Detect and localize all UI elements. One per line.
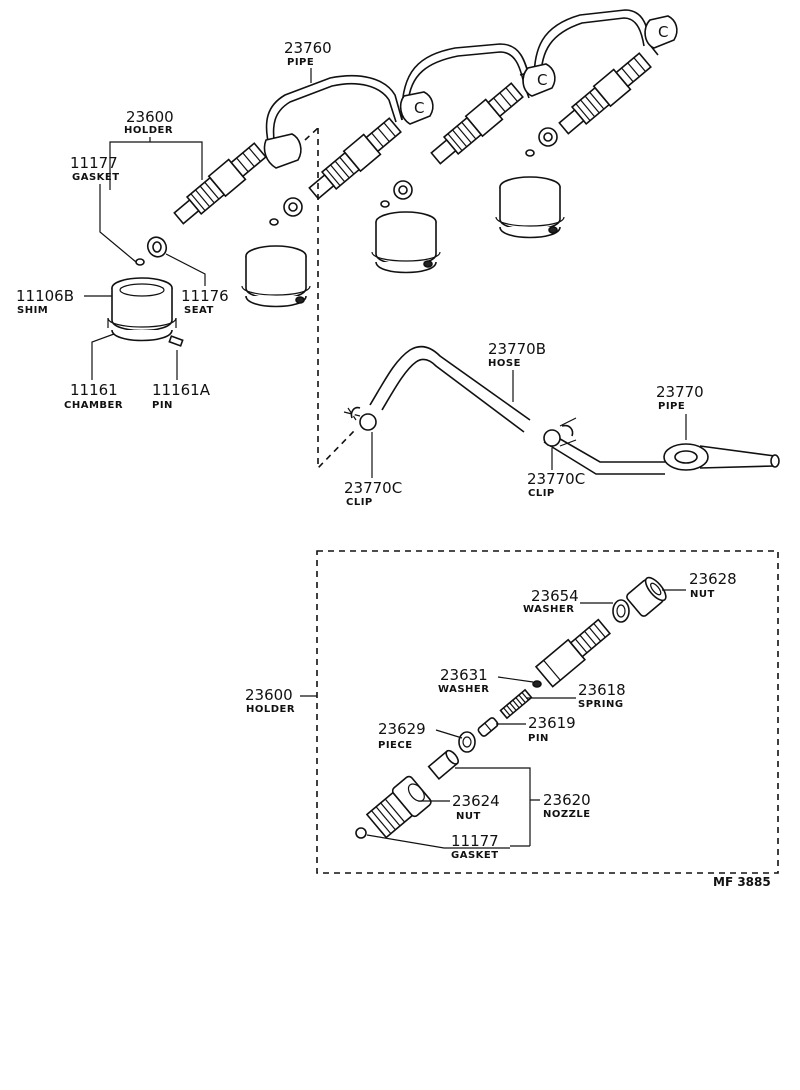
- label-shim-11106b: 11106B SHIM: [16, 287, 112, 316]
- svg-text:PIPE: PIPE: [658, 401, 685, 412]
- combustion-chamber-1: [107, 277, 184, 347]
- svg-text:23654: 23654: [531, 587, 579, 605]
- label-pipe-23760: 23760 PIPE: [284, 39, 332, 83]
- label-gasket-11177-top: 11177 GASKET: [70, 154, 137, 263]
- svg-text:11177: 11177: [451, 832, 499, 850]
- nozzle-holder-4: [558, 52, 652, 135]
- label-nozzle-23620: 23620 NOZZLE: [455, 767, 591, 847]
- leakoff-hose-assembly: [343, 345, 780, 475]
- dashed-guide-line: [317, 128, 356, 470]
- svg-text:HOLDER: HOLDER: [124, 125, 173, 136]
- holder-exploded-parts: [355, 576, 667, 839]
- holder-detail-box: [316, 550, 779, 874]
- hose-clip-right: [543, 417, 577, 447]
- label-washer-23654: 23654 WASHER: [523, 587, 613, 615]
- svg-text:11161A: 11161A: [152, 381, 211, 399]
- svg-text:11177: 11177: [70, 154, 118, 172]
- svg-text:CLIP: CLIP: [528, 488, 555, 499]
- svg-text:SEAT: SEAT: [184, 305, 214, 316]
- label-pin-23619: 23619 PIN: [496, 714, 576, 744]
- label-spring-23618: 23618 SPRING: [526, 681, 626, 710]
- svg-text:PIN: PIN: [528, 733, 549, 744]
- label-pin-11161a: 11161A PIN: [152, 350, 211, 411]
- label-piece-23629: 23629 PIECE: [378, 720, 463, 751]
- svg-text:CHAMBER: CHAMBER: [64, 400, 123, 411]
- injection-pipe-drawing: C C C: [263, 9, 678, 169]
- svg-text:23631: 23631: [440, 666, 488, 684]
- svg-text:23760: 23760: [284, 39, 332, 57]
- label-gasket-11177-detail: 11177 GASKET: [366, 832, 510, 861]
- svg-text:23770C: 23770C: [527, 470, 585, 488]
- svg-text:SHIM: SHIM: [17, 305, 48, 316]
- svg-text:23770C: 23770C: [344, 479, 402, 497]
- svg-text:SPRING: SPRING: [578, 699, 624, 710]
- label-nut-23628: 23628 NUT: [662, 570, 737, 600]
- label-hose-23770b: 23770B HOSE: [488, 340, 546, 402]
- svg-text:23618: 23618: [578, 681, 626, 699]
- label-clip-23770c-left: 23770C CLIP: [344, 432, 402, 508]
- svg-text:HOSE: HOSE: [488, 358, 521, 369]
- svg-text:PIECE: PIECE: [378, 740, 413, 751]
- combustion-chamber-2: [241, 245, 311, 308]
- label-chamber-11161: 11161 CHAMBER: [64, 333, 123, 411]
- svg-text:23624: 23624: [452, 792, 500, 810]
- label-washer-23631: 23631 WASHER: [438, 666, 534, 695]
- label-seat-11176: 11176 SEAT: [165, 253, 229, 316]
- svg-text:23770B: 23770B: [488, 340, 546, 358]
- svg-text:23600: 23600: [126, 108, 174, 126]
- svg-text:GASKET: GASKET: [451, 850, 499, 861]
- svg-text:11161: 11161: [70, 381, 118, 399]
- svg-text:23628: 23628: [689, 570, 737, 588]
- label-nut-23624: 23624 NUT: [418, 792, 500, 822]
- svg-text:WASHER: WASHER: [523, 604, 574, 615]
- svg-text:NUT: NUT: [690, 589, 715, 600]
- label-pipe-23770: 23770 PIPE: [656, 383, 704, 440]
- svg-text:23770: 23770: [656, 383, 704, 401]
- svg-text:C: C: [537, 71, 547, 89]
- label-holder-23600-detail: 23600 HOLDER: [245, 686, 317, 715]
- nozzle-holder-1: [173, 142, 267, 225]
- svg-text:PIPE: PIPE: [287, 57, 314, 68]
- svg-text:23620: 23620: [543, 791, 591, 809]
- seat-washers-row: [135, 127, 558, 266]
- svg-text:C: C: [414, 99, 424, 117]
- svg-text:GASKET: GASKET: [72, 172, 120, 183]
- svg-text:NOZZLE: NOZZLE: [543, 809, 591, 820]
- nozzle-holder-3: [430, 82, 524, 165]
- svg-text:11176: 11176: [181, 287, 229, 305]
- svg-text:23629: 23629: [378, 720, 426, 738]
- svg-text:23619: 23619: [528, 714, 576, 732]
- label-holder-23600-top: 23600 HOLDER: [109, 108, 203, 190]
- svg-text:WASHER: WASHER: [438, 684, 489, 695]
- figure-code: MF 3885: [713, 875, 771, 889]
- hose-clip-left: [343, 406, 377, 431]
- combustion-chamber-3: [371, 211, 441, 274]
- svg-text:23600: 23600: [245, 686, 293, 704]
- svg-text:PIN: PIN: [152, 400, 173, 411]
- nozzle-holder-2: [308, 117, 402, 200]
- svg-text:NUT: NUT: [456, 811, 481, 822]
- svg-text:C: C: [658, 23, 668, 41]
- svg-text:11106B: 11106B: [16, 287, 74, 305]
- combustion-chamber-4: [495, 176, 565, 239]
- svg-text:CLIP: CLIP: [346, 497, 373, 508]
- label-clip-23770c-right: 23770C CLIP: [527, 448, 585, 499]
- svg-text:HOLDER: HOLDER: [246, 704, 295, 715]
